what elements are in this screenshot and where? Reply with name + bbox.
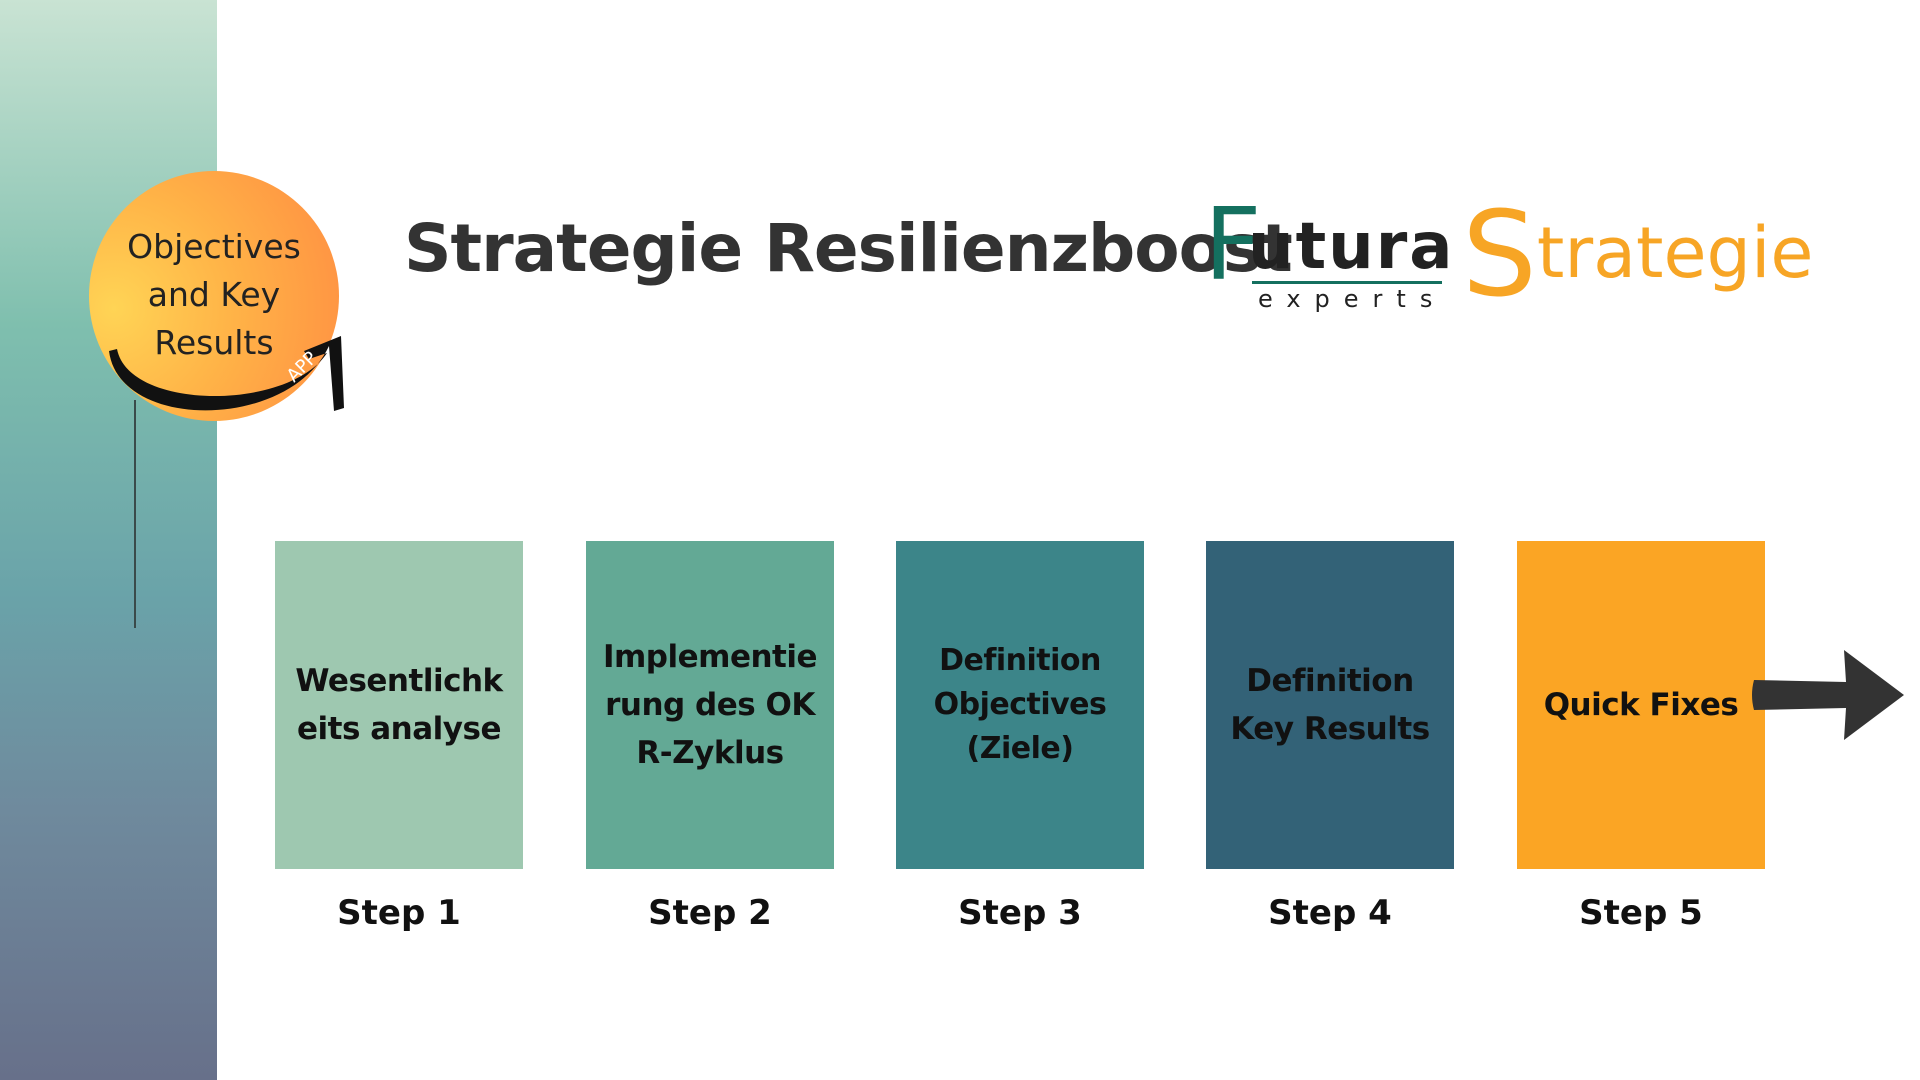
step-4-label: Step 4: [1268, 893, 1392, 933]
logo-utura: utura: [1248, 210, 1455, 284]
step-1-label: Step 1: [337, 893, 461, 933]
sidebar-gradient: [0, 0, 217, 1080]
step-5-text: Quick Fixes: [1543, 687, 1739, 723]
step-3-label: Step 3: [958, 893, 1082, 933]
okr-line-2: and Key: [147, 275, 281, 314]
swoosh-arrow-icon: APP: [109, 336, 344, 411]
step-2-label: Step 2: [648, 893, 772, 933]
step-3-box: Definition Objectives (Ziele): [896, 541, 1144, 869]
arrow-right-icon: [1752, 650, 1904, 740]
step-4-text: Definition Key Results: [1230, 663, 1430, 747]
logo-strategie-rest: trategie: [1536, 212, 1814, 294]
step-2-box: Implementierung des OKR-Zyklus: [586, 541, 834, 869]
step-4-box: Definition Key Results: [1206, 541, 1454, 869]
okr-line-1: Objectives: [127, 227, 301, 266]
okr-badge-text: Objectives and Key Results: [89, 223, 339, 367]
step-3-text: Definition Objectives (Ziele): [933, 643, 1107, 766]
step-5-label: Step 5: [1579, 893, 1703, 933]
futura-experts-logo: F utura experts Strategie: [1200, 186, 1814, 325]
logo-strategie-initial: S: [1462, 185, 1537, 323]
logo-underline: [1252, 281, 1442, 284]
step-5-box: Quick Fixes: [1517, 541, 1765, 869]
step-1-text: Wesentlichkeits analyse: [295, 663, 503, 747]
logo-strategie: Strategie: [1462, 195, 1814, 313]
page-title: Strategie Resilienzboost: [404, 210, 1293, 287]
step-2-text: Implementierung des OKR-Zyklus: [602, 639, 818, 771]
logo-experts: experts: [1258, 285, 1447, 313]
okr-line-3: Results: [154, 323, 274, 362]
sidebar-divider: [134, 400, 136, 628]
logo-f: F: [1204, 186, 1262, 303]
step-1-box: Wesentlichkeits analyse: [275, 541, 523, 869]
okr-app-badge: Objectives and Key Results APP: [89, 171, 344, 421]
